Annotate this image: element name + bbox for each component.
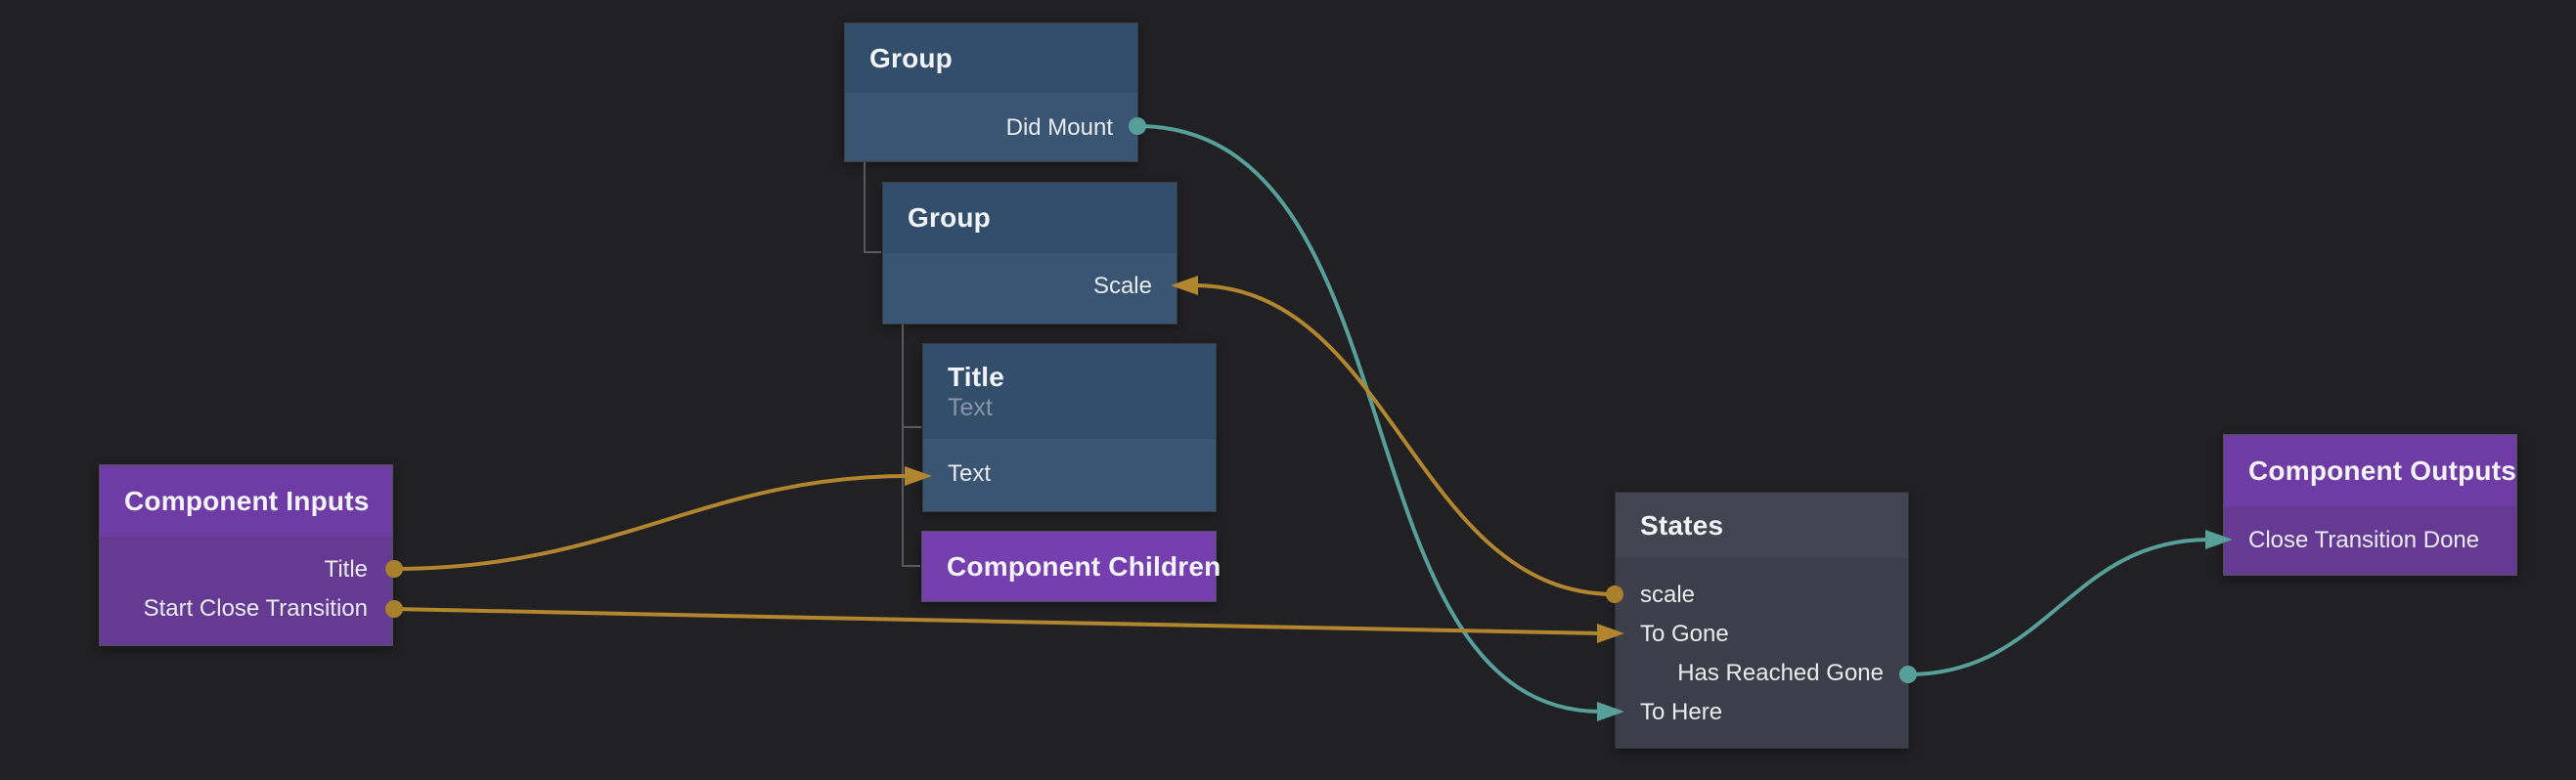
- node-header: Component Children: [922, 532, 1221, 601]
- node-ports: scale To Gone Has Reached Gone To Here: [1616, 558, 1908, 748]
- node-header: Group: [883, 183, 1177, 253]
- port-did-mount[interactable]: Did Mount: [1005, 114, 1113, 141]
- node-group-child[interactable]: Group Scale: [882, 182, 1177, 325]
- node-header: Title Text: [923, 344, 1216, 439]
- node-header: States: [1616, 493, 1908, 558]
- node-ports: Scale: [883, 253, 1177, 324]
- wire-did-mount-to-here[interactable]: [1135, 124, 1603, 714]
- node-ports: Text: [923, 439, 1216, 511]
- node-component-inputs[interactable]: Component Inputs Title Start Close Trans…: [99, 464, 393, 646]
- node-title: Component Outputs: [2248, 455, 2517, 486]
- node-ports: Did Mount: [845, 93, 1137, 161]
- hierarchy-line-group-to-group: [864, 162, 881, 253]
- node-title-text[interactable]: Title Text Text: [922, 343, 1217, 512]
- wire-start-close-transition-to-gone[interactable]: [392, 607, 1603, 635]
- node-ports: Close Transition Done: [2224, 506, 2516, 575]
- port-has-reached-gone[interactable]: Has Reached Gone: [1677, 660, 1884, 686]
- node-group-parent[interactable]: Group Did Mount: [844, 22, 1138, 162]
- port-scale-output[interactable]: scale: [1640, 582, 1696, 608]
- node-title: Title: [948, 361, 1005, 392]
- node-title: Group: [908, 202, 991, 233]
- node-header: Group: [845, 23, 1137, 93]
- wire-has-reached-gone-to-close-transition-done[interactable]: [1906, 538, 2211, 676]
- node-component-outputs[interactable]: Component Outputs Close Transition Done: [2223, 434, 2517, 576]
- node-title: Component Inputs: [124, 485, 370, 516]
- wire-title-to-text[interactable]: [392, 474, 910, 571]
- node-ports: Title Start Close Transition: [100, 537, 392, 645]
- port-to-gone[interactable]: To Gone: [1640, 621, 1729, 647]
- node-title: States: [1640, 509, 1724, 541]
- node-component-children[interactable]: Component Children: [921, 531, 1221, 602]
- node-header: Component Outputs: [2224, 435, 2516, 506]
- node-type-label: Text: [948, 393, 993, 421]
- wire-scale-to-group-scale[interactable]: [1192, 283, 1617, 596]
- port-text[interactable]: Text: [948, 460, 992, 487]
- node-states[interactable]: States scale To Gone Has Reached Gone To…: [1615, 492, 1909, 749]
- port-title[interactable]: Title: [324, 556, 368, 583]
- node-title: Component Children: [947, 550, 1221, 582]
- port-start-close-transition[interactable]: Start Close Transition: [143, 595, 368, 622]
- node-header: Component Inputs: [100, 465, 392, 537]
- port-close-transition-done[interactable]: Close Transition Done: [2248, 527, 2480, 553]
- hierarchy-line-group-to-children: [902, 325, 920, 567]
- port-scale[interactable]: Scale: [1092, 273, 1152, 299]
- port-to-here[interactable]: To Here: [1640, 699, 1723, 725]
- node-title: Group: [869, 42, 953, 73]
